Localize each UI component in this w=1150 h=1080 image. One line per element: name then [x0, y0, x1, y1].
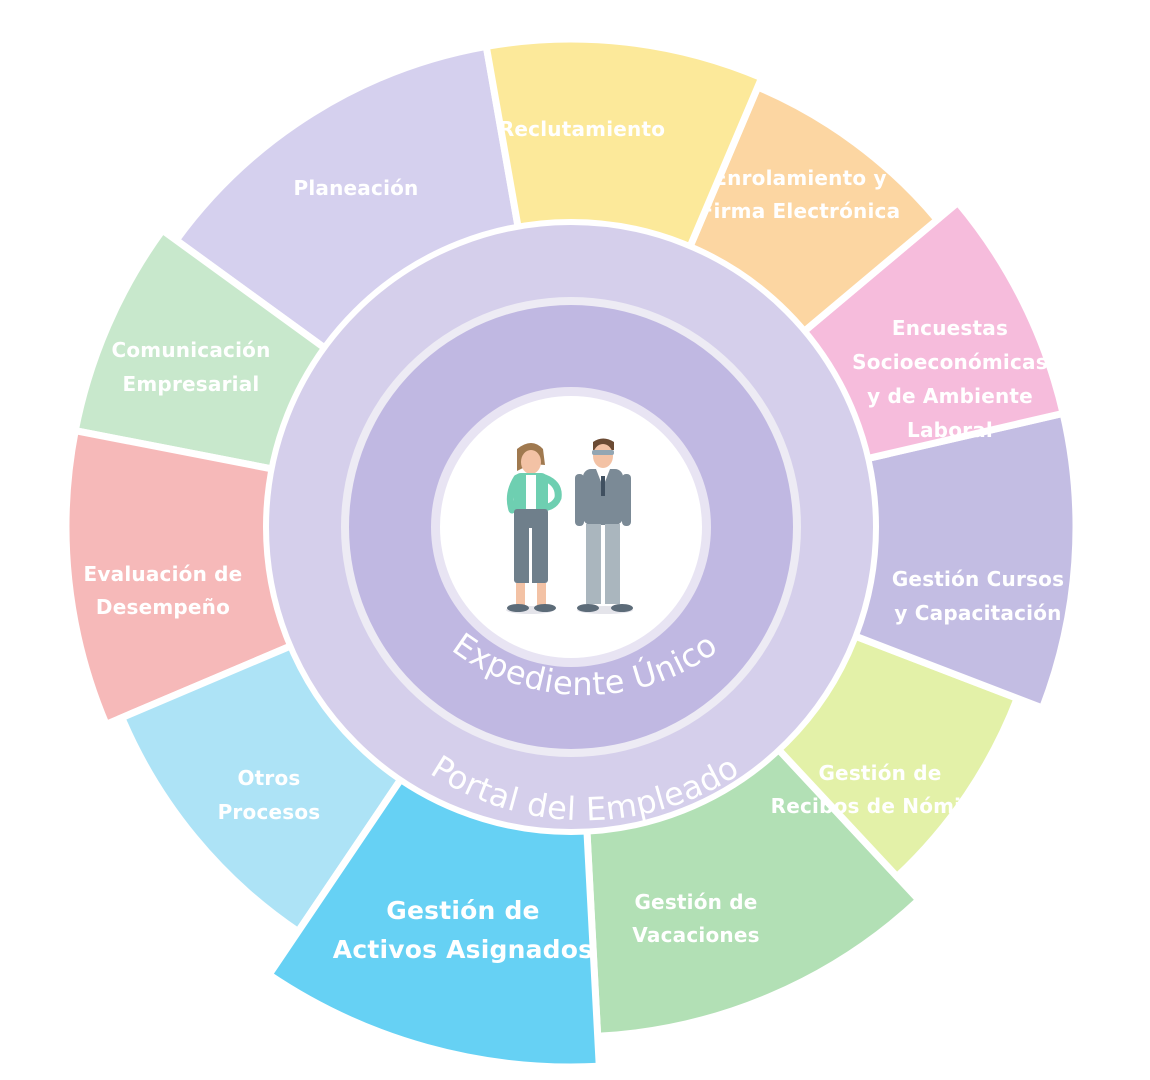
- segment-activos-label: Gestión de Activos Asignados: [333, 896, 593, 964]
- segment-encuestas-label-line: Socioeconómicas: [852, 350, 1048, 374]
- segment-vacaciones-label-line: Gestión de: [634, 890, 757, 914]
- segment-activos-label-line: Gestión de: [386, 896, 539, 925]
- woman-figure-icon: [506, 443, 562, 614]
- segment-activos-label-line: Activos Asignados: [333, 935, 593, 964]
- segment-cursos-label-line: y Capacitación: [894, 601, 1061, 625]
- segment-planeacion-label-line: Planeación: [294, 176, 419, 200]
- segment-evaluacion-label-line: Desempeño: [96, 595, 230, 619]
- segment-nomina[interactable]: Gestión de Recibos de Nómina: [771, 629, 1022, 882]
- segment-enrolamiento-label-line: Enrolamiento y: [713, 166, 886, 190]
- center-disc: [440, 396, 702, 658]
- segment-encuestas-label-line: Laboral: [907, 418, 993, 442]
- segment-cursos-label-line: Gestión Cursos: [892, 567, 1064, 591]
- segment-reclutamiento-label-line: Reclutamiento: [499, 117, 665, 141]
- segment-evaluacion-label-line: Evaluación de: [84, 562, 243, 586]
- segment-enrolamiento-label-line: Firma Electrónica: [700, 199, 901, 223]
- segment-nomina-label-line: Gestión de: [818, 761, 941, 785]
- segment-vacaciones-label: Gestión de Vacaciones: [632, 890, 759, 947]
- segment-nomina-label: Gestión de Recibos de Nómina: [771, 761, 990, 818]
- segment-evaluacion-label: Evaluación de Desempeño: [84, 562, 243, 619]
- segment-encuestas-label-line: y de Ambiente: [867, 384, 1033, 408]
- segment-enrolamiento-label: Enrolamiento y Firma Electrónica: [700, 166, 901, 223]
- segment-reclutamiento-label: Reclutamiento: [499, 117, 665, 141]
- segment-evaluacion[interactable]: Evaluación de Desempeño: [62, 426, 300, 729]
- segment-encuestas-label-line: Encuestas: [892, 316, 1008, 340]
- segment-comunicacion-label-line: Empresarial: [123, 372, 260, 396]
- segment-planeacion-label: Planeación: [294, 176, 419, 200]
- segment-otros-label-line: Otros: [237, 766, 300, 790]
- segment-comunicacion-label-line: Comunicación: [111, 338, 270, 362]
- segment-nomina-label-line: Recibos de Nómina: [771, 794, 990, 818]
- segment-otros-label-line: Procesos: [218, 800, 321, 824]
- segment-cursos-label: Gestión Cursos y Capacitación: [892, 567, 1064, 625]
- employees-icon: [506, 438, 633, 614]
- man-figure-icon: [575, 438, 633, 614]
- segment-vacaciones-label-line: Vacaciones: [632, 923, 759, 947]
- segment-reclutamiento[interactable]: Reclutamiento: [482, 35, 767, 256]
